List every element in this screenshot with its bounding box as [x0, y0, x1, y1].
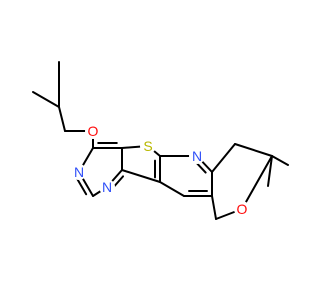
bond-C8a-C6	[211, 143, 236, 173]
atom-label: N	[102, 179, 112, 195]
bond-ch-ch2	[58, 106, 66, 132]
atom-label: S	[143, 138, 152, 154]
atom-background	[85, 123, 101, 139]
bond-N8-C8a-inner	[195, 161, 207, 174]
atom-background	[189, 148, 205, 164]
atom-background	[140, 138, 156, 154]
atom-n-pyridine: N	[189, 148, 205, 164]
atom-label: O	[237, 201, 248, 217]
bond-C7-Op	[241, 155, 273, 210]
bond-C6-C7	[234, 143, 273, 157]
atom-label: O	[88, 123, 99, 139]
bond-me1-ch	[32, 91, 60, 108]
atom-label: N	[74, 164, 84, 180]
bond-C10-C5a	[211, 195, 217, 220]
atom-label: N	[192, 148, 202, 164]
atom-o-ether: O	[85, 123, 101, 139]
bond-C9a-C4a	[121, 169, 161, 183]
atom-s-thiophene: S	[140, 138, 156, 154]
bond-layer	[32, 61, 289, 220]
molecule-structure: O S N N N O	[32, 61, 289, 220]
atom-background	[234, 201, 250, 217]
atom-n-pyrimidine-1: N	[99, 179, 115, 195]
atom-background	[99, 179, 115, 195]
bond-C7-Me4	[271, 155, 289, 166]
atom-o-pyran: O	[234, 201, 250, 217]
bond-C5-C9a	[159, 181, 185, 197]
bond-N3-C2-inner	[76, 177, 88, 196]
bond-N1-C4a-inner	[112, 175, 125, 189]
atom-background	[71, 164, 87, 180]
atom-layer: O S N N N O	[71, 123, 250, 217]
atom-n-pyrimidine-3: N	[71, 164, 87, 180]
bond-C7-Me3	[267, 155, 273, 187]
